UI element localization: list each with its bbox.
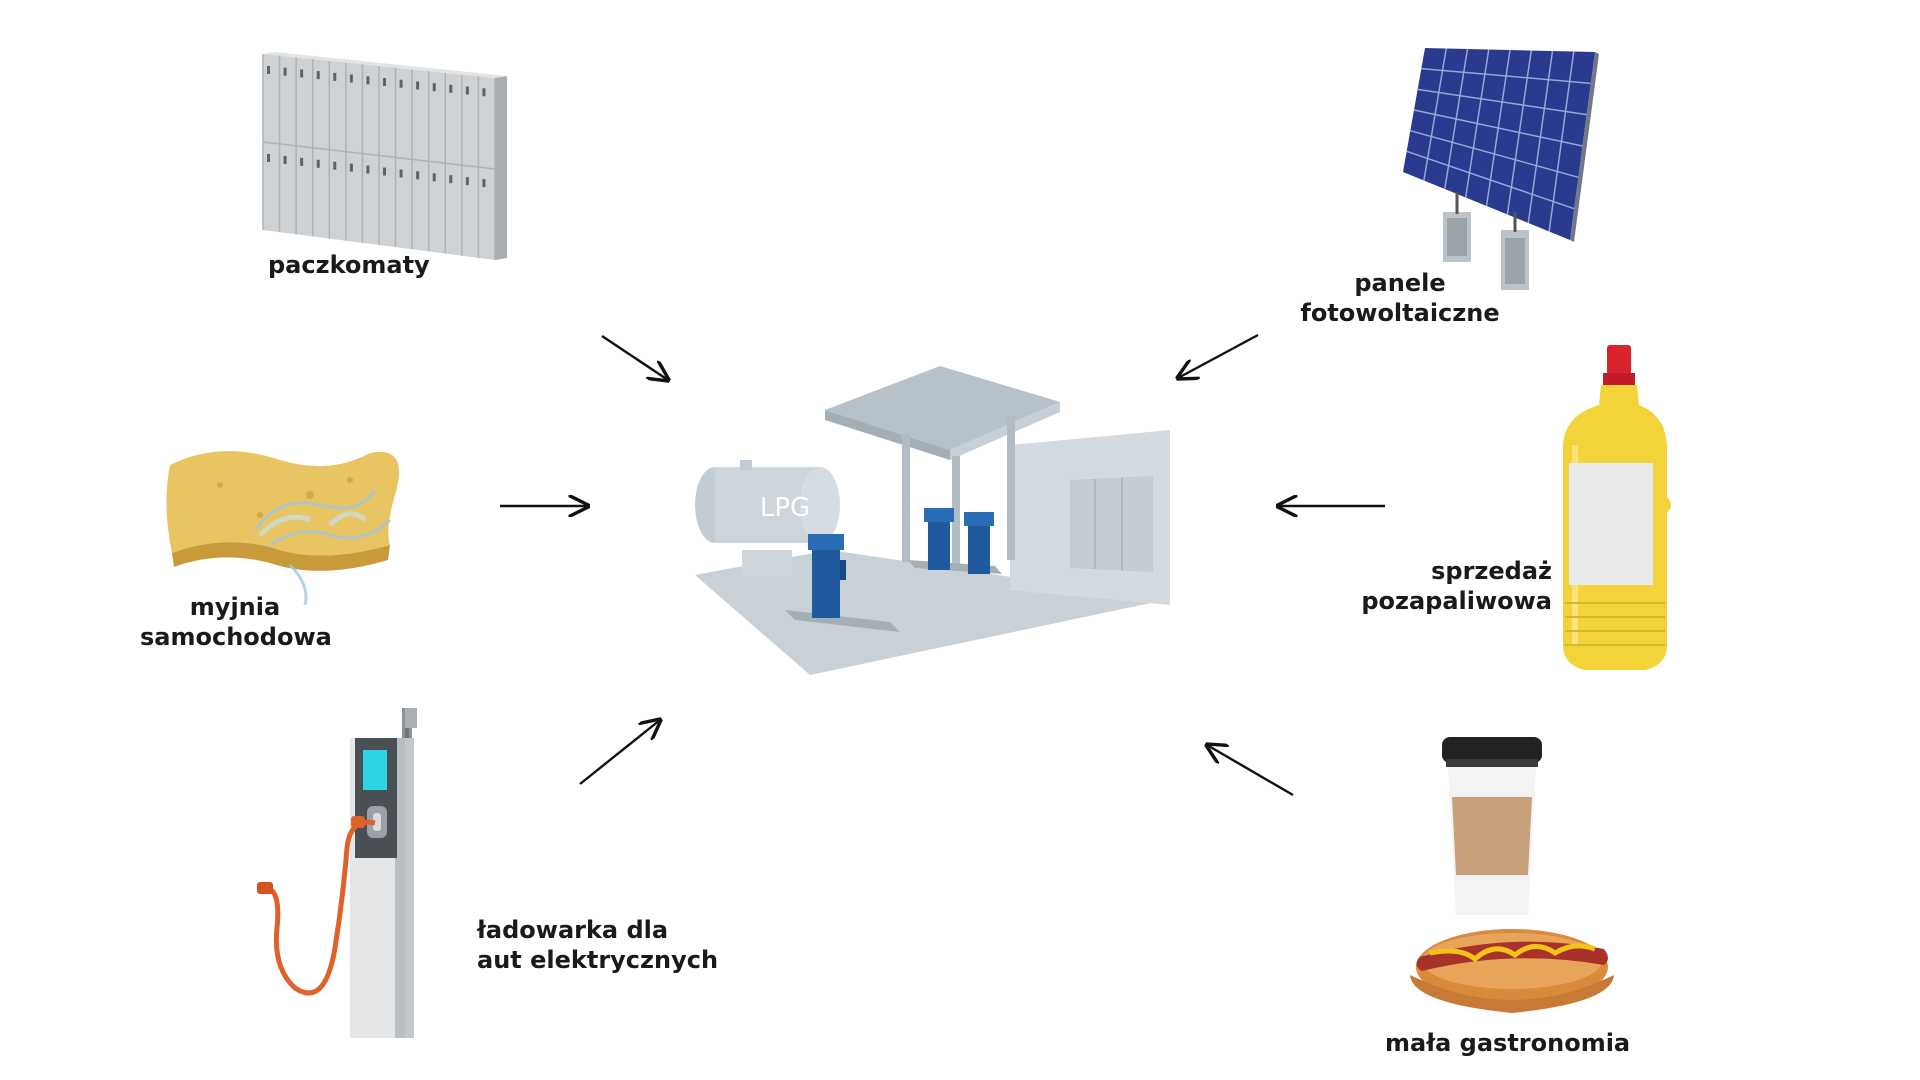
label-line: paczkomaty [268, 251, 430, 279]
solar-panels-illustration [1403, 48, 1599, 290]
label-line: samochodowa [140, 623, 332, 651]
fuel-pump [964, 512, 994, 574]
coffee-hotdog-illustration [1410, 737, 1614, 1013]
label-ev-charger: ładowarka dla aut elektrycznych [477, 915, 718, 975]
arrow-gastronomy [1207, 745, 1294, 797]
fuel-pump [808, 534, 846, 618]
label-line: mała gastronomia [1385, 1029, 1631, 1057]
label-non-fuel-sales: sprzedaż pozapaliwowa [1360, 556, 1552, 616]
ev-charger-illustration [257, 708, 417, 1038]
label-line: pozapaliwowa [1361, 587, 1552, 615]
lpg-tank-label: LPG [760, 493, 810, 523]
coffee-lid [1442, 737, 1542, 763]
oil-bottle-illustration [1563, 345, 1671, 670]
arrow-ev-charger [579, 720, 660, 785]
label-line: myjnia [189, 593, 281, 621]
label-line: fotowoltaiczne [1300, 299, 1500, 327]
arrow-parcel-lockers [601, 335, 668, 380]
label-line: panele [1354, 269, 1446, 297]
label-gastronomy: mała gastronomia [1385, 1028, 1630, 1058]
gas-station-illustration: LPG [695, 366, 1170, 675]
charging-cable [264, 819, 376, 996]
car-wash-sponge-illustration [166, 451, 400, 606]
station-canopy [825, 366, 1060, 450]
label-line: ładowarka dla [477, 916, 669, 944]
arrow-solar-panels [1178, 333, 1259, 378]
bottle-label [1569, 463, 1653, 585]
label-line: aut elektrycznych [477, 946, 719, 974]
label-solar-panels: panele fotowoltaiczne [1300, 268, 1500, 328]
fuel-pump [924, 508, 954, 570]
label-car-wash: myjnia samochodowa [140, 592, 332, 652]
label-parcel-lockers: paczkomaty [268, 250, 430, 280]
charger-screen [363, 750, 387, 790]
coffee-sleeve [1452, 797, 1532, 875]
parcel-locker-doors [262, 54, 496, 260]
label-line: sprzedaż [1431, 557, 1552, 585]
